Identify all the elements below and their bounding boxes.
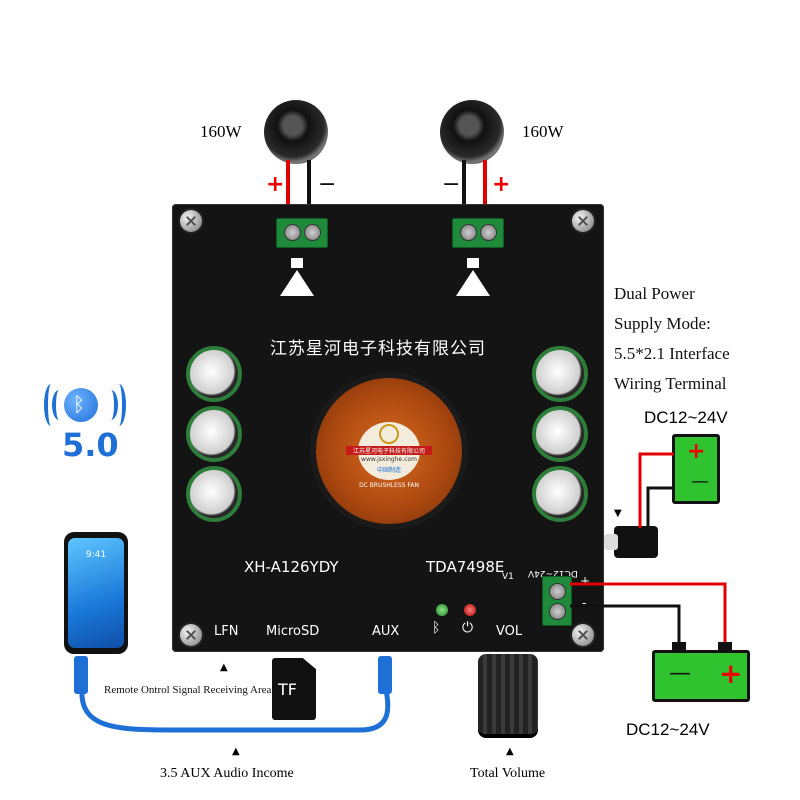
fan-company: 江苏星河电子科技有限公司: [346, 446, 432, 455]
right-speaker-terminal[interactable]: [452, 218, 504, 248]
aux-income-label: 3.5 AUX Audio Income: [160, 766, 294, 781]
terminal-plus: +: [580, 574, 591, 588]
power-terminal[interactable]: [542, 576, 572, 626]
terminal-minus: -: [582, 596, 587, 610]
right-black-wire: [462, 160, 466, 232]
fan-website: www.jsxinghe.com: [361, 456, 417, 463]
aux-cable: [74, 656, 392, 733]
battery-bottom: — +: [652, 650, 750, 702]
phone-time: 9:41: [85, 550, 107, 560]
screw-top-left: [180, 210, 202, 232]
capacitor-left-2: [184, 404, 244, 464]
board-version: V1: [502, 572, 514, 582]
left-red-wire: [286, 160, 290, 232]
battery-bottom-plus: +: [719, 657, 743, 690]
capacitor-left-1: [184, 344, 244, 404]
screw-bottom-right: [572, 624, 594, 646]
bottom-battery-wires: [570, 582, 727, 642]
right-speaker-symbol-icon: [452, 258, 498, 300]
bluetooth-version: 5.0: [62, 426, 119, 464]
fan-type: DC BRUSHLESS FAN: [359, 482, 419, 489]
dc-voltage-top: DC12~24V: [644, 408, 728, 427]
board-model: XH-A126YDY: [244, 558, 339, 576]
remote-receiving-area: Remote Ontrol Signal Receiving Area: [104, 684, 272, 696]
arrow-lfn-icon: ▲: [220, 662, 228, 673]
power-icon: ⏻: [462, 620, 474, 636]
label-microsd: MicroSD: [266, 624, 320, 639]
right-speaker-power: 160W: [522, 122, 564, 141]
label-lfn: LFN: [214, 624, 239, 639]
dc-voltage-bottom: DC12~24V: [626, 720, 710, 739]
power-info-line1: Dual Power: [614, 284, 695, 303]
left-plus-sign: +: [266, 172, 285, 197]
company-name: 江苏星河电子科技有限公司: [270, 339, 486, 359]
battery-top-minus: —: [691, 471, 709, 492]
screw-top-right: [572, 210, 594, 232]
tf-label: TF: [278, 680, 297, 699]
power-info-line3: 5.5*2.1 Interface: [614, 344, 730, 363]
arrow-volume-icon: ▲: [506, 746, 514, 757]
fan-made-in: 中国制造: [376, 467, 401, 474]
chip-name: TDA7498E: [426, 558, 505, 576]
left-speaker-symbol-icon: [276, 258, 322, 300]
power-led: [464, 604, 476, 616]
tf-card: TF: [272, 658, 316, 720]
cooling-fan: 江苏星河电子科技有限公司 www.jsxinghe.com 中国制造 DC BR…: [316, 378, 462, 524]
power-info-line2: Supply Mode:: [614, 314, 711, 333]
left-speaker: [264, 100, 328, 164]
total-volume-label: Total Volume: [470, 766, 546, 781]
power-info-line4: Wiring Terminal: [614, 374, 727, 393]
screw-bottom-left: [180, 624, 202, 646]
left-speaker-terminal[interactable]: [276, 218, 328, 248]
battery-top-plus: +: [687, 439, 706, 464]
left-minus-sign: −: [318, 172, 337, 197]
arrow-plug-icon: ▼: [614, 508, 622, 519]
capacitor-right-1: [530, 344, 590, 404]
left-black-wire: [307, 160, 311, 232]
label-vol: VOL: [496, 624, 523, 639]
phone-icon: 9:41: [64, 532, 128, 654]
bluetooth-icon: ᛒ: [432, 620, 441, 636]
battery-top: + —: [672, 434, 720, 504]
right-speaker: [440, 100, 504, 164]
capacitor-right-2: [530, 404, 590, 464]
left-speaker-power: 160W: [200, 122, 242, 141]
battery-bottom-post-pos: [718, 642, 732, 652]
label-aux: AUX: [372, 624, 400, 639]
right-minus-sign: −: [442, 172, 461, 197]
top-battery-wires: [638, 452, 674, 528]
capacitor-left-3: [184, 464, 244, 524]
battery-bottom-minus: —: [669, 661, 691, 686]
capacitor-right-3: [530, 464, 590, 524]
volume-knob[interactable]: [478, 654, 538, 734]
bluetooth-badge-icon: ᛒ: [38, 380, 138, 430]
fan-logo-icon: [379, 424, 399, 444]
bluetooth-led: [436, 604, 448, 616]
dc-barrel-plug: [604, 526, 658, 558]
right-red-wire: [483, 160, 487, 232]
right-plus-sign: +: [492, 172, 511, 197]
arrow-aux-icon: ▲: [232, 746, 240, 757]
battery-bottom-post-neg: [672, 642, 686, 652]
